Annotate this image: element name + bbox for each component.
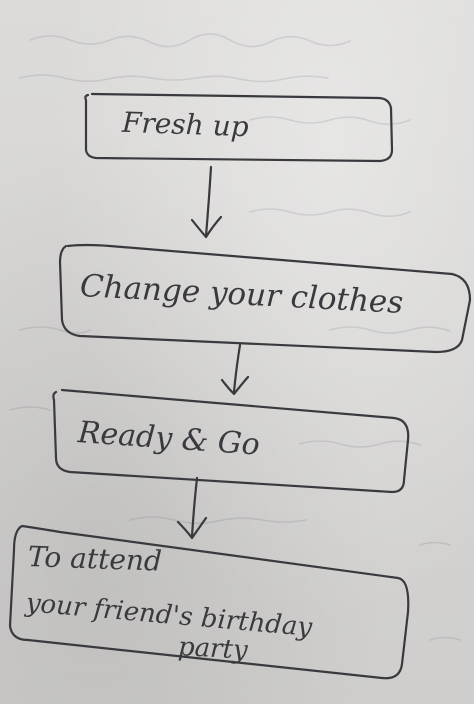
edge-arrow-2 — [220, 343, 250, 396]
node-label-attend-line1: To attend — [27, 540, 163, 578]
node-box-change-clothes — [58, 243, 472, 354]
node-label-attend-line3: party — [177, 632, 249, 666]
edge-arrow-1 — [190, 165, 223, 239]
node-box-ready-go — [52, 388, 410, 494]
edge-arrow-3 — [176, 476, 208, 540]
node-box-fresh-up — [84, 92, 394, 163]
node-box-attend-party — [8, 524, 410, 680]
node-label-fresh-up: Fresh up — [121, 105, 250, 144]
